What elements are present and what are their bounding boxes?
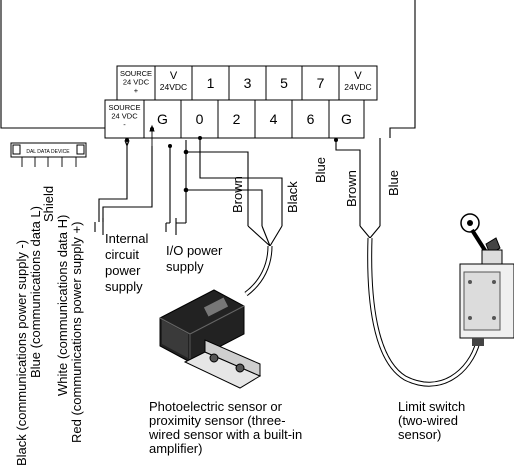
terminal-label: G	[157, 111, 168, 127]
terminal-label: V	[354, 70, 362, 82]
svg-text:circuit: circuit	[105, 247, 139, 262]
terminal-label: 7	[317, 75, 325, 91]
terminal-label: SOURCE	[120, 69, 152, 78]
svg-text:I/O power: I/O power	[166, 243, 223, 258]
terminal-top-3: 3	[228, 65, 267, 101]
comm-wire-blue-label: Blue (communications data L)	[28, 206, 43, 378]
svg-text:Internal: Internal	[105, 231, 148, 246]
photo-blue-label: Blue	[313, 157, 328, 183]
internal-supply-label: Internal circuit power supply	[105, 231, 148, 294]
terminal-label: G	[341, 111, 352, 127]
svg-text:wired sensor with a built-in: wired sensor with a built-in	[148, 427, 302, 442]
comm-wire-shield-label: Shield	[41, 186, 56, 222]
photo-black-label: Black	[285, 181, 300, 213]
comm-wire-leads	[21, 157, 77, 167]
terminal-label: 3	[244, 75, 252, 91]
terminal-bottom-1: G	[143, 99, 182, 139]
photoelectric-sensor	[159, 289, 262, 389]
comm-connector-label: DAL DATA DEVICE	[26, 149, 70, 155]
terminal-top-2: 1	[191, 65, 230, 101]
svg-text:(two-wired: (two-wired	[398, 413, 458, 428]
terminal-top-5: 7	[301, 65, 340, 101]
limit-blue-label: Blue	[386, 170, 401, 196]
limit-switch-wiring	[334, 138, 381, 239]
terminal-label: 6	[307, 111, 315, 127]
terminal-label: 4	[270, 111, 278, 127]
terminal-label: 24VDC	[160, 82, 187, 92]
comm-wire-black-label: Black (communications power supply -)	[14, 240, 29, 466]
limit-switch-label: Limit switch (two-wired sensor)	[398, 399, 465, 442]
svg-text:supply: supply	[105, 279, 143, 294]
terminal-label: 1	[207, 75, 215, 91]
limit-brown-label: Brown	[344, 170, 359, 207]
terminal-label: SOURCE	[108, 103, 140, 112]
svg-text:Photoelectric sensor or: Photoelectric sensor or	[149, 399, 283, 414]
terminal-bottom-5: 6	[291, 99, 330, 139]
terminal-bottom-2: 0	[180, 99, 219, 139]
terminal-label: 24 VDC	[111, 112, 138, 121]
terminal-bottom-6: G	[328, 99, 365, 139]
terminal-label: V	[170, 70, 178, 82]
terminal-bottom-4: 4	[254, 99, 293, 139]
terminal-label: +	[134, 86, 139, 95]
svg-text:sensor): sensor)	[398, 427, 441, 442]
terminal-label: 24VDC	[344, 82, 371, 92]
svg-text:Limit switch: Limit switch	[398, 399, 465, 414]
limit-switch	[459, 213, 514, 346]
limit-switch-cable	[367, 237, 481, 387]
comm-wire-red-label: Red (communications power supply +)	[69, 222, 84, 443]
svg-text:supply: supply	[166, 259, 204, 274]
photo-brown-label: Brown	[230, 176, 245, 213]
svg-text:proximity sensor (three-: proximity sensor (three-	[149, 413, 286, 428]
terminal-label: -	[123, 120, 126, 129]
comm-wire-white-label: White (communications data H)	[55, 215, 70, 396]
io-supply-wiring	[165, 136, 283, 247]
terminal-bottom-3: 2	[217, 99, 256, 139]
terminal-label: 2	[233, 111, 241, 127]
internal-supply-wiring	[94, 124, 155, 235]
terminal-label: 5	[280, 75, 288, 91]
comm-connector: DAL DATA DEVICE	[10, 142, 87, 158]
svg-text:power: power	[105, 263, 141, 278]
photo-sensor-cable	[244, 245, 273, 296]
io-supply-label: I/O power supply	[166, 243, 223, 274]
terminal-label: 24 VDC	[123, 78, 150, 87]
unit-housing	[0, 0, 416, 138]
svg-text:amplifier): amplifier)	[149, 441, 202, 456]
terminal-top-4: 5	[265, 65, 303, 101]
photo-sensor-label: Photoelectric sensor or proximity sensor…	[148, 399, 302, 456]
terminal-label: 0	[196, 111, 204, 127]
